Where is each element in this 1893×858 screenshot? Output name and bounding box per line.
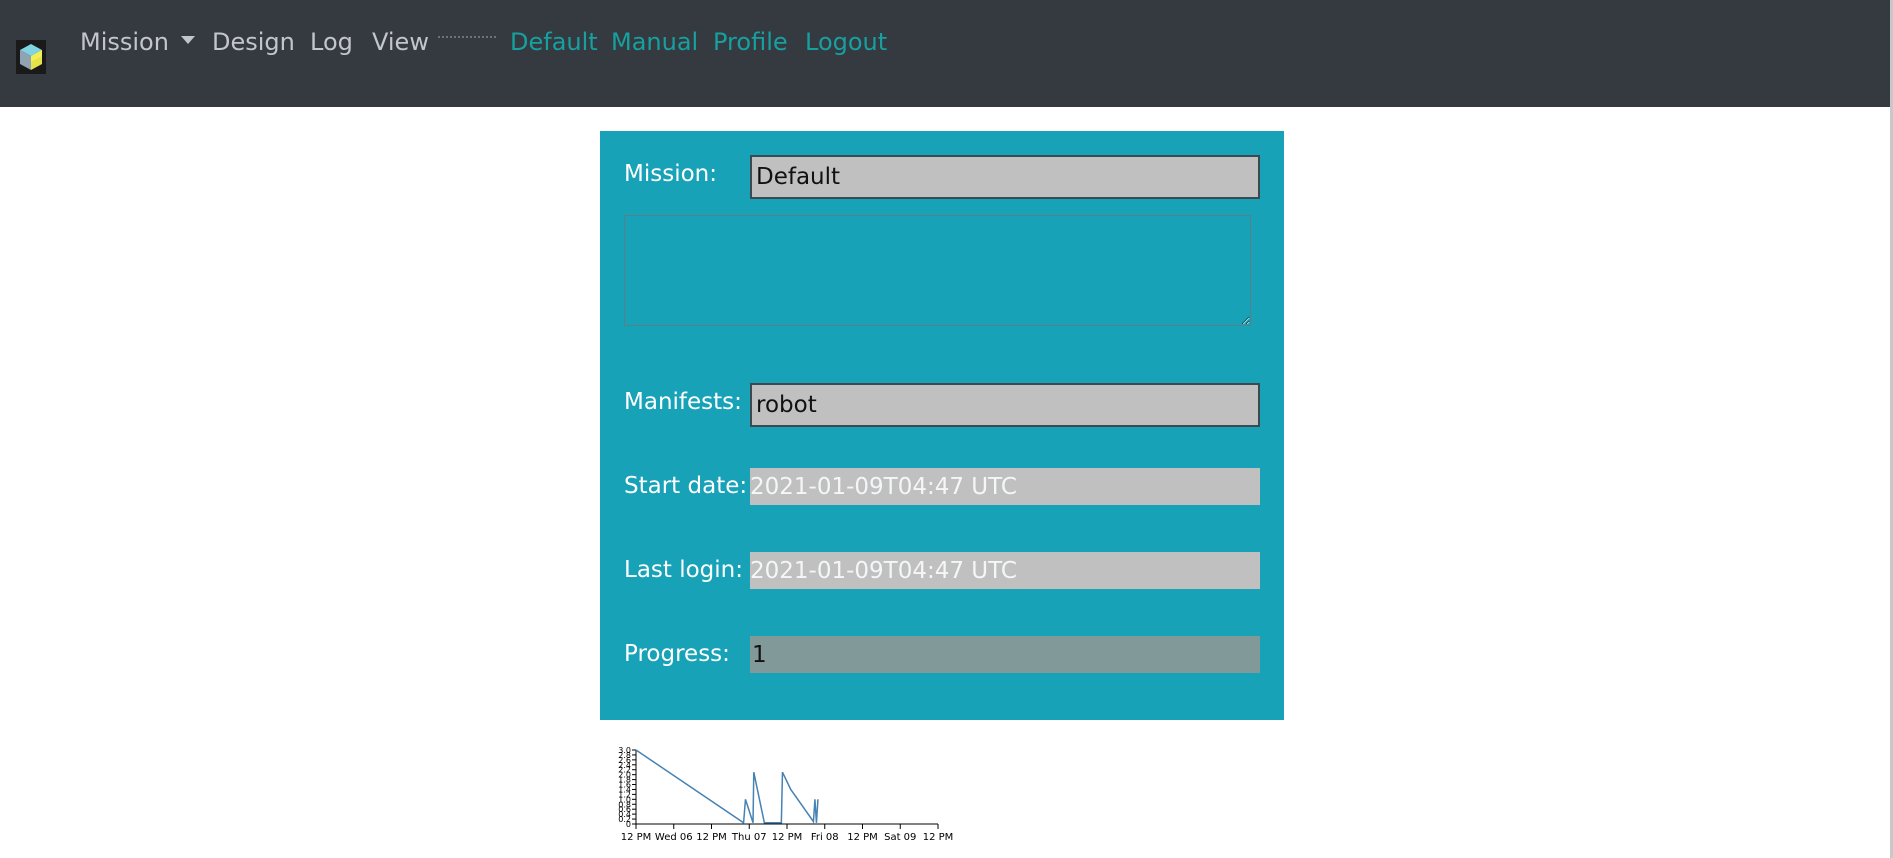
last-login-field (750, 552, 1260, 589)
nav-design[interactable]: Design (212, 28, 295, 56)
chart-y-tick-label: 2.6 (618, 756, 631, 765)
nav-mission-dropdown[interactable]: Mission (80, 24, 195, 60)
progress-label: Progress: (624, 641, 730, 667)
chart-y-tick-label: 3.0 (618, 746, 631, 755)
chart-x-tick-label: 12 PM (847, 832, 878, 843)
nav-default[interactable]: Default (510, 28, 598, 56)
chart-y-tick-label: 0.8 (618, 800, 631, 809)
mission-panel: Mission: Manifests: Start date: Last log… (600, 131, 1284, 720)
page-scrollbar[interactable] (1890, 0, 1893, 858)
last-login-label: Last login: (624, 557, 743, 583)
chart-x-tick-label: 12 PM (621, 832, 652, 843)
progress-field (750, 636, 1260, 673)
chart-y-tick-label: 2.2 (618, 766, 631, 775)
chart-x-tick-label: 12 PM (923, 832, 954, 843)
top-navbar: Mission Design Log View Default Manual P… (0, 0, 1890, 107)
chart-y-tick-label: 1.2 (618, 790, 631, 799)
start-date-label: Start date: (624, 473, 748, 499)
chart-y-tick-label: 2.8 (618, 751, 631, 760)
nav-log[interactable]: Log (310, 28, 353, 56)
progress-chart: 00.20.40.60.81.01.21.41.61.82.02.22.42.6… (618, 746, 953, 843)
chart-x-tick-label: Wed 06 (655, 832, 693, 843)
chart-y-tick-label: 0.4 (618, 810, 631, 819)
manifests-input[interactable] (750, 383, 1260, 427)
mission-label: Mission: (624, 161, 717, 187)
mission-description-textarea[interactable] (624, 215, 1251, 326)
cube-logo-icon[interactable] (16, 40, 46, 74)
chart-x-tick-label: Fri 08 (811, 832, 839, 843)
chart-y-tick-label: 1.8 (618, 776, 631, 785)
caret-down-icon (180, 36, 195, 44)
chart-x-tick-label: Thu 07 (731, 832, 767, 843)
chart-y-tick-label: 2.0 (618, 771, 631, 780)
manifests-label: Manifests: (624, 389, 742, 415)
chart-x-tick-label: 12 PM (696, 832, 727, 843)
chart-y-tick-label: 2.4 (618, 761, 631, 770)
chart-y-tick-label: 1.0 (618, 795, 631, 804)
chart-x-tick-label: Sat 09 (884, 832, 916, 843)
chart-y-tick-label: 1.6 (618, 781, 631, 790)
chart-y-tick-label: 0.2 (618, 815, 631, 824)
nav-view[interactable]: View (372, 28, 429, 56)
chart-series-line (635, 749, 819, 825)
nav-mission-label: Mission (80, 28, 169, 56)
nav-logout[interactable]: Logout (805, 28, 888, 56)
nav-profile[interactable]: Profile (713, 28, 788, 56)
chart-x-tick-label: 12 PM (772, 832, 803, 843)
chart-y-tick-label: 0.6 (618, 805, 631, 814)
chart-y-tick-label: 1.4 (618, 785, 631, 794)
chart-y-tick-label: 0 (626, 820, 631, 829)
start-date-field (750, 468, 1260, 505)
mission-input[interactable] (750, 155, 1260, 199)
nav-manual[interactable]: Manual (611, 28, 699, 56)
nav-divider (438, 36, 496, 38)
